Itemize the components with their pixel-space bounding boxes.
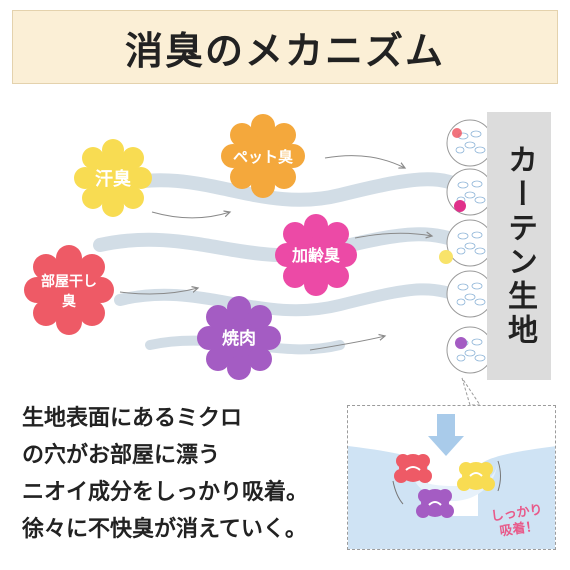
odor-label-pet: ペット臭 xyxy=(233,148,293,166)
captured-odor-particle xyxy=(439,250,453,264)
down-arrow-icon xyxy=(428,414,464,456)
odor-flower-icon xyxy=(197,296,281,380)
odor-label-aging: 加齢臭 xyxy=(291,246,340,265)
odor-badge-aging: 加齢臭 xyxy=(275,214,357,296)
pore-zoom-illustration xyxy=(348,414,555,549)
description-line: ニオイ成分をしっかり吸着。 xyxy=(22,480,309,505)
fabric-fiber-3 xyxy=(446,219,494,267)
odor-badge-pet: ペット臭 xyxy=(221,114,305,198)
odor-label-indoor-drying-1: 部屋干し xyxy=(41,273,97,290)
zoom-pointer xyxy=(461,377,481,406)
title-banner: 消臭のメカニズム xyxy=(12,10,558,84)
flow-arrows xyxy=(119,155,432,351)
page-title: 消臭のメカニズム xyxy=(124,28,445,73)
air-stream-1 xyxy=(113,172,477,207)
description-line: 徐々に不快臭が消えていく。 xyxy=(22,517,307,542)
captured-odor-particle xyxy=(454,200,466,212)
odor-label-yakiniku: 焼肉 xyxy=(222,328,256,349)
fabric-fiber-4 xyxy=(446,270,494,318)
odor-badge-sweat: 汗臭 xyxy=(74,139,152,217)
fabric-cross-section xyxy=(439,119,494,374)
fabric-label-text: カーテン生地 xyxy=(502,144,537,348)
description: 生地表面にあるミクロ の穴がお部屋に漂う ニオイ成分をしっかり吸着。 徐々に不快… xyxy=(22,400,362,548)
fabric-label: カーテン生地 xyxy=(487,112,551,380)
odor-flower-icon xyxy=(24,245,114,335)
captured-odor-purple-icon xyxy=(416,489,454,518)
odor-badge-indoor-drying: 部屋干し 臭 xyxy=(24,245,114,335)
captured-odor-particle xyxy=(455,337,467,349)
odor-flower-icon xyxy=(275,214,357,296)
captured-odor-particle xyxy=(452,128,462,138)
description-line: 生地表面にあるミクロ xyxy=(22,406,243,431)
odor-label-sweat: 汗臭 xyxy=(95,168,131,190)
odor-flower-icon xyxy=(221,114,305,198)
odor-badge-yakiniku: 焼肉 xyxy=(197,296,281,380)
flow-arrow xyxy=(324,155,405,168)
captured-odor-yellow-icon xyxy=(457,462,495,491)
zoom-callout xyxy=(347,405,556,550)
flow-arrow xyxy=(354,233,432,239)
captured-odor-red-icon xyxy=(394,454,432,483)
odor-label-indoor-drying-2: 臭 xyxy=(62,293,77,310)
air-stream-3 xyxy=(114,283,476,317)
odor-flower-icon xyxy=(74,139,152,217)
flow-arrow xyxy=(309,336,385,351)
flow-arrow xyxy=(119,288,198,295)
flow-arrow xyxy=(151,212,230,219)
description-line: の穴がお部屋に漂う xyxy=(22,443,221,468)
